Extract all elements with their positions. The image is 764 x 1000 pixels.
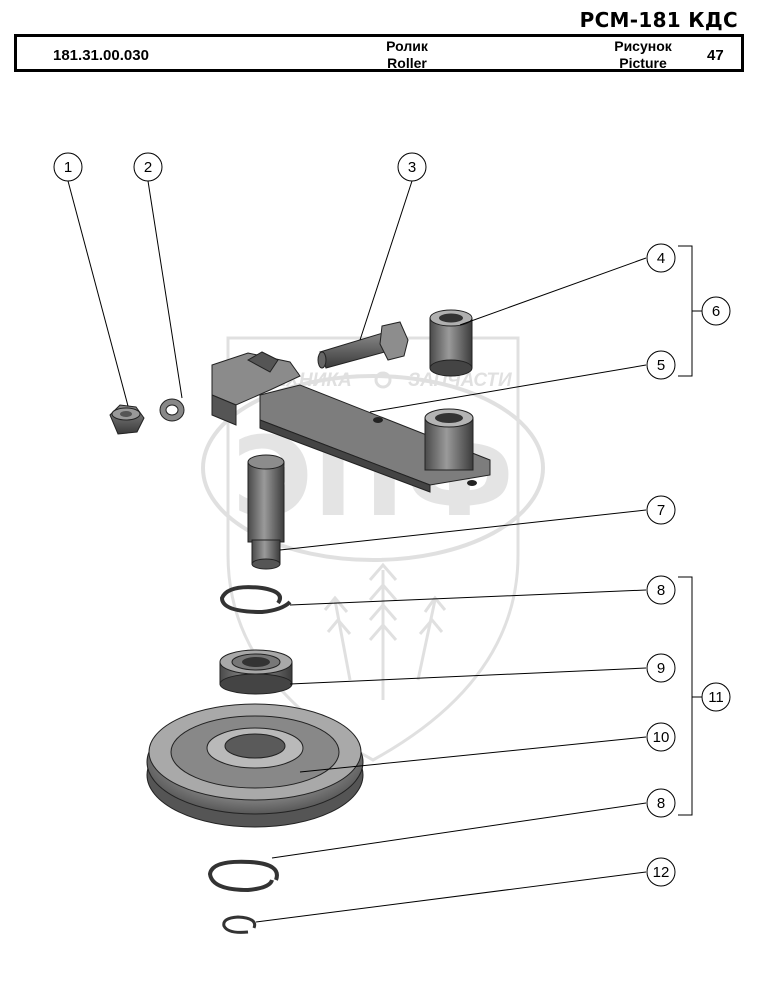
part-3-bolt bbox=[317, 321, 409, 369]
part-number: 181.31.00.030 bbox=[53, 47, 149, 64]
callout-8-upper: 8 bbox=[646, 575, 676, 605]
callout-11: 11 bbox=[701, 682, 731, 712]
callout-2: 2 bbox=[133, 152, 163, 182]
svg-text:4: 4 bbox=[657, 250, 665, 267]
svg-text:11: 11 bbox=[708, 689, 724, 706]
picture-number: 47 bbox=[707, 47, 724, 64]
svg-text:2: 2 bbox=[144, 159, 152, 176]
callout-9: 9 bbox=[646, 653, 676, 683]
gear-icon bbox=[374, 371, 392, 389]
wheat-icon bbox=[323, 562, 447, 700]
svg-text:1: 1 bbox=[64, 159, 72, 176]
part-8-ring-lower bbox=[207, 859, 279, 893]
leader-lines bbox=[67, 180, 702, 923]
svg-text:6: 6 bbox=[712, 303, 720, 320]
part-8-ring-upper bbox=[219, 585, 292, 615]
callout-5: 5 bbox=[646, 350, 676, 380]
watermark-text-2: ЗАПЧАСТИ bbox=[408, 370, 512, 391]
picture-label-en: Picture bbox=[619, 55, 667, 71]
part-name: Ролик Roller bbox=[377, 38, 437, 72]
svg-text:10: 10 bbox=[653, 729, 670, 746]
svg-text:5: 5 bbox=[657, 357, 665, 374]
part-4-bushing bbox=[429, 309, 473, 377]
part-9-bearing bbox=[219, 649, 293, 695]
svg-text:12: 12 bbox=[653, 864, 670, 881]
part-1-nut bbox=[109, 404, 145, 435]
picture-label-ru: Рисунок bbox=[614, 38, 672, 54]
callout-4: 4 bbox=[646, 243, 676, 273]
watermark-shield bbox=[226, 336, 520, 762]
callout-8-lower: 8 bbox=[646, 788, 676, 818]
part-2-washer bbox=[159, 398, 185, 422]
title-block: 181.31.00.030 Ролик Roller Рисунок Pictu… bbox=[14, 34, 744, 72]
callout-6: 6 bbox=[701, 296, 731, 326]
model-title: РСМ-181 КДС bbox=[579, 8, 738, 32]
callout-7: 7 bbox=[646, 495, 676, 525]
callout-10: 10 bbox=[646, 722, 676, 752]
part-name-ru: Ролик bbox=[386, 38, 428, 54]
picture-label: Рисунок Picture bbox=[607, 38, 679, 72]
svg-text:8: 8 bbox=[657, 582, 665, 599]
part-7-axle bbox=[247, 454, 285, 570]
svg-text:8: 8 bbox=[657, 795, 665, 812]
svg-text:3: 3 bbox=[408, 159, 416, 176]
part-12-ring bbox=[222, 915, 257, 934]
part-name-en: Roller bbox=[387, 55, 427, 71]
watermark-ellipse bbox=[201, 374, 545, 562]
callout-3: 3 bbox=[397, 152, 427, 182]
svg-text:7: 7 bbox=[657, 502, 665, 519]
svg-text:9: 9 bbox=[657, 660, 665, 677]
part-5-lever bbox=[211, 351, 491, 493]
part-10-pulley bbox=[146, 703, 364, 828]
callout-12: 12 bbox=[646, 857, 676, 887]
callout-1: 1 bbox=[53, 152, 83, 182]
